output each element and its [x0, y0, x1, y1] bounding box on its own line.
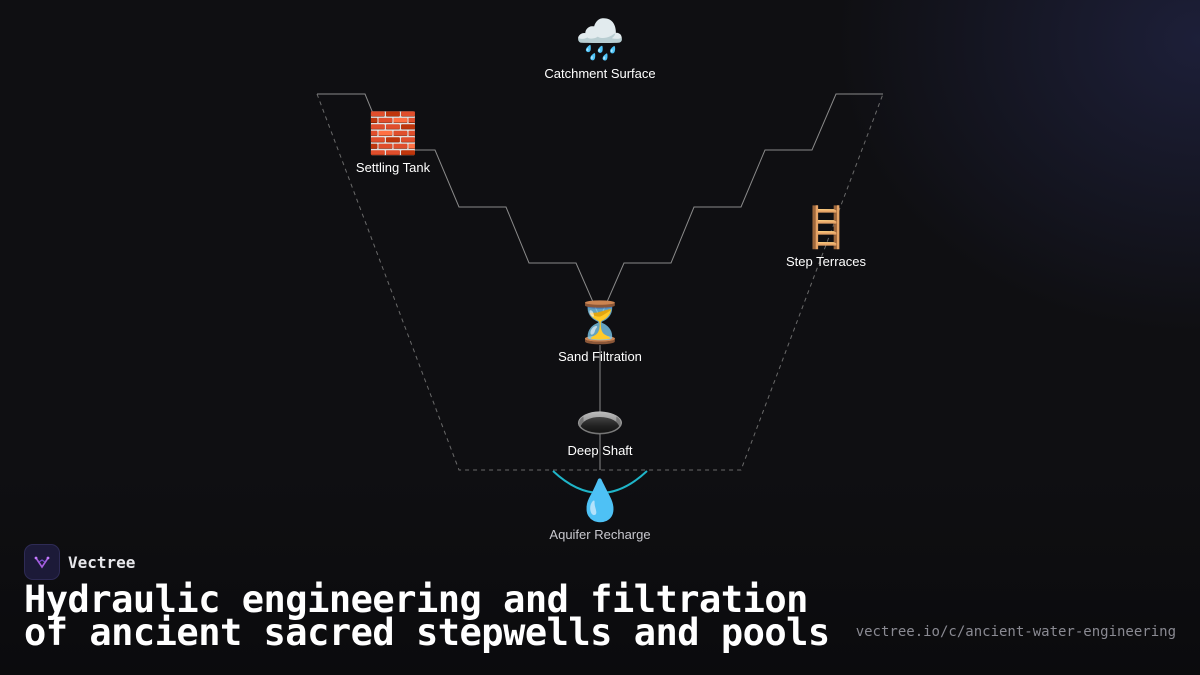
node-label: Sand Filtration: [558, 349, 642, 364]
node-label: Settling Tank: [355, 160, 431, 175]
rain-cloud-icon: 🌧️: [575, 18, 625, 62]
node-label: Step Terraces: [786, 254, 866, 269]
node-deep-shaft: 🕳️ Deep Shaft: [567, 395, 632, 458]
node-label: Aquifer Recharge: [549, 527, 651, 542]
ladder-icon: 🪜: [801, 206, 851, 250]
node-catchment-surface: 🌧️ Catchment Surface: [544, 18, 655, 81]
node-label: Deep Shaft: [567, 443, 633, 458]
brand-name: Vectree: [68, 552, 136, 572]
aquifer-arc: [552, 470, 648, 494]
node-label: Catchment Surface: [544, 66, 656, 81]
droplet-icon: 💧: [575, 479, 625, 523]
hole-icon: 🕳️: [575, 395, 625, 439]
brick-icon: 🧱: [368, 112, 418, 156]
title-line-1: Hydraulic engineering and filtration: [24, 578, 808, 621]
node-sand-filtration: ⏳ Sand Filtration: [558, 301, 642, 364]
source-url[interactable]: vectree.io/c/ancient-water-engineering: [855, 624, 1176, 640]
title-line-2: of ancient sacred stepwells and pools: [24, 611, 830, 654]
node-step-terraces: 🪜 Step Terraces: [786, 206, 866, 269]
vectree-logo-icon: [24, 544, 60, 580]
node-aquifer-recharge: 💧 Aquifer Recharge: [549, 479, 650, 542]
stepped-wall-profile: [317, 93, 883, 320]
brand: Vectree: [24, 544, 135, 580]
node-settling-tank: 🧱 Settling Tank: [356, 112, 430, 175]
hourglass-icon: ⏳: [575, 301, 625, 345]
page-title: Hydraulic engineering and filtration of …: [24, 578, 844, 654]
outer-dashed-outline: [316, 93, 884, 471]
